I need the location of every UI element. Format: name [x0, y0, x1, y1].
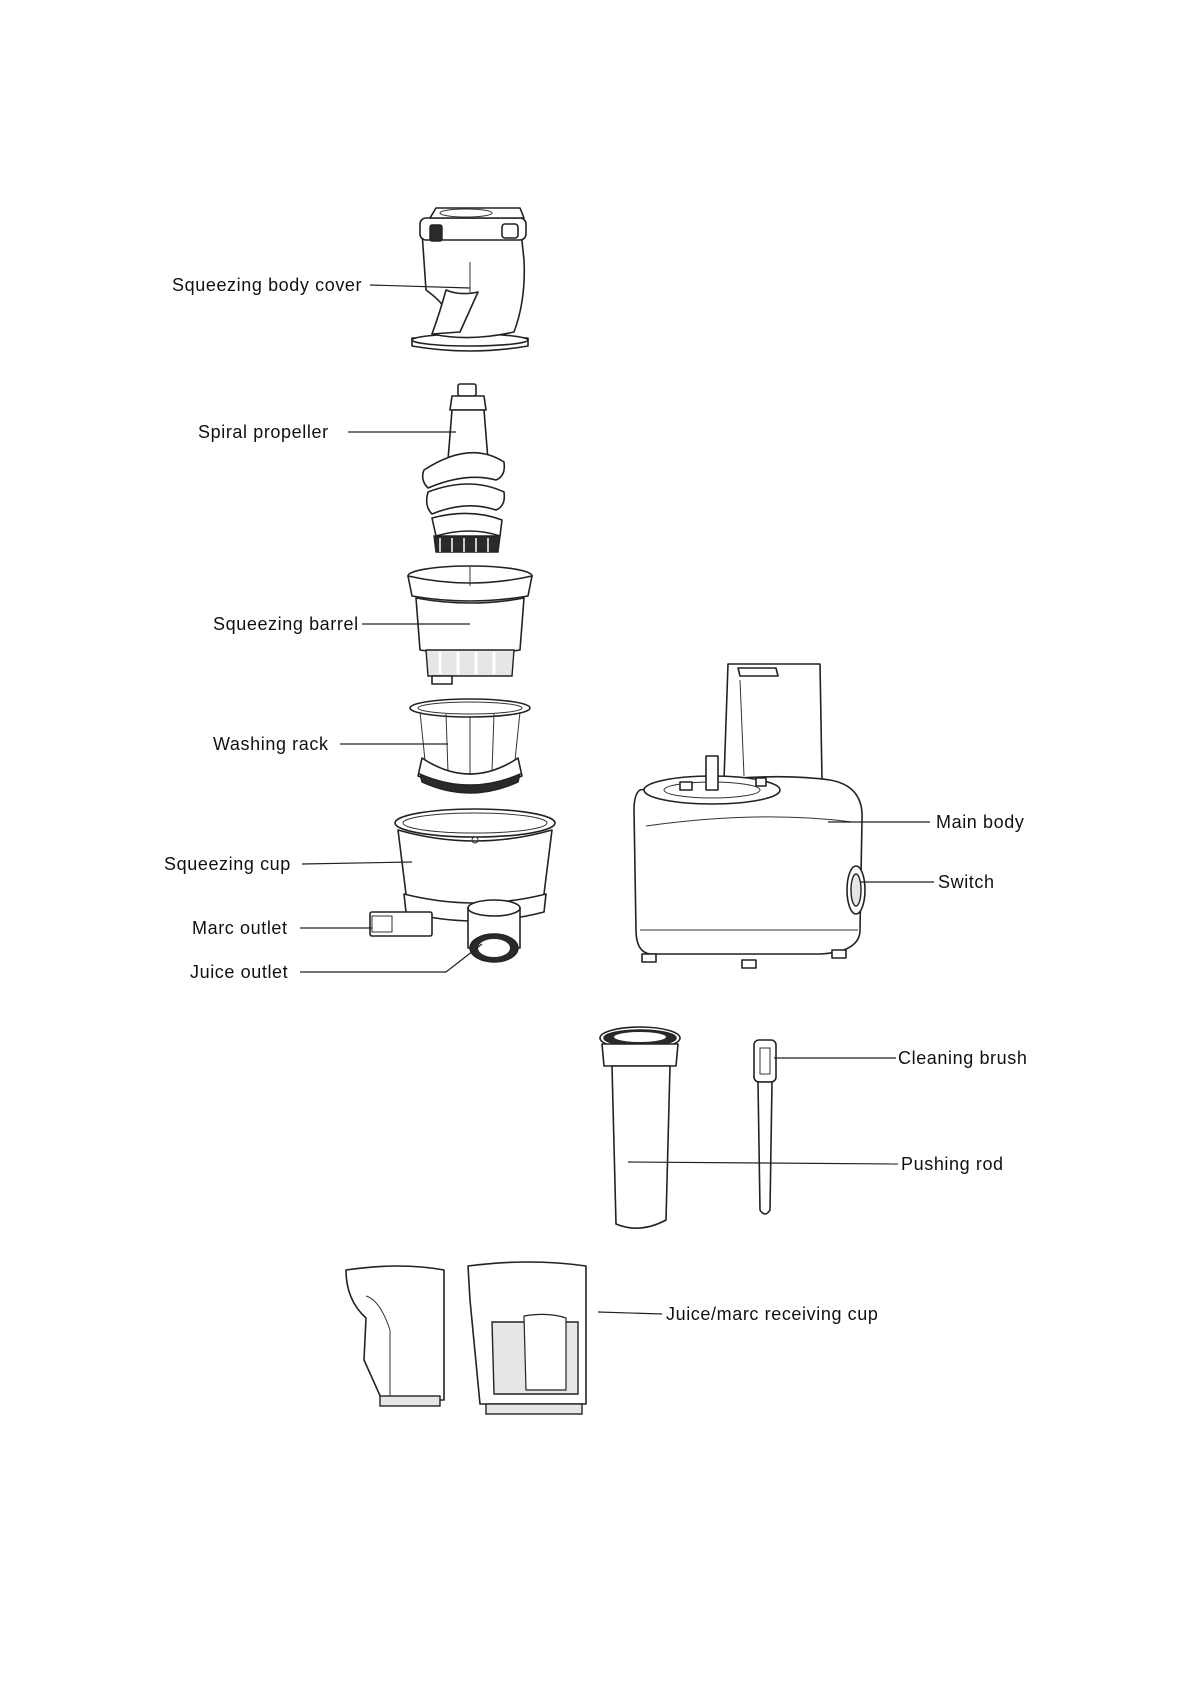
label-juice-outlet: Juice outlet: [190, 962, 288, 982]
label-squeezing-body-cover: Squeezing body cover: [172, 275, 362, 295]
label-pushing-rod: Pushing rod: [901, 1154, 1004, 1174]
leader-receiving-cup: [598, 1312, 662, 1314]
squeezing-cup: [370, 809, 555, 962]
label-cleaning-brush: Cleaning brush: [898, 1048, 1027, 1068]
spiral-propeller: [423, 384, 505, 552]
washing-rack: [410, 699, 530, 793]
label-marc-outlet: Marc outlet: [192, 918, 288, 938]
label-squeezing-cup: Squeezing cup: [164, 854, 291, 874]
label-switch: Switch: [938, 872, 995, 892]
leader-squeezing-cup: [302, 862, 412, 864]
label-squeezing-barrel: Squeezing barrel: [213, 614, 359, 634]
cleaning-brush: [754, 1040, 776, 1214]
label-washing-rack: Washing rack: [213, 734, 329, 754]
label-receiving-cup: Juice/marc receiving cup: [666, 1304, 878, 1324]
label-spiral-propeller: Spiral propeller: [198, 422, 329, 442]
label-main-body: Main body: [936, 812, 1024, 832]
leader-juice-outlet: [300, 944, 482, 972]
main-body: [634, 664, 865, 968]
pushing-rod: [600, 1027, 680, 1228]
squeezing-body-cover: [412, 208, 528, 351]
receiving-cups: [346, 1262, 586, 1414]
squeezing-barrel: [408, 566, 532, 684]
